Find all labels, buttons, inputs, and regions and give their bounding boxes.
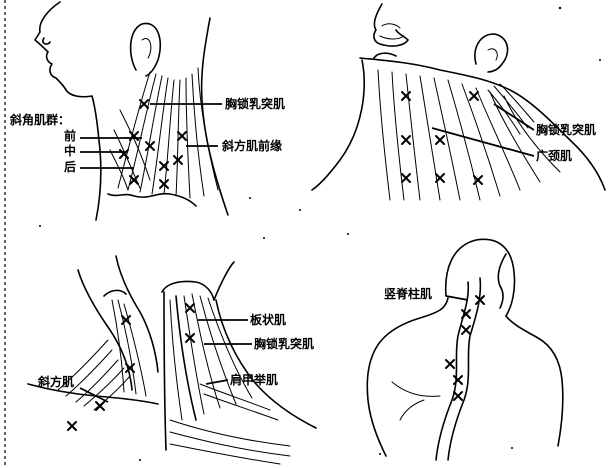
nose-detail: [43, 38, 50, 44]
label-scm-side: 胸锁乳突肌: [536, 122, 596, 137]
panel-lateral-neck: 斜方肌: [28, 256, 158, 430]
label-scalene-middle: 中: [64, 143, 76, 158]
throat-line: [312, 60, 364, 190]
label-platysma: 广颈肌: [536, 148, 572, 163]
shoulders-5: [367, 298, 448, 456]
label-trapezius: 斜方肌: [37, 374, 74, 389]
neck-front-3: [78, 270, 132, 390]
ear: [131, 23, 161, 76]
neck-back: [202, 18, 228, 215]
label-scalene-group: 斜角肌群：: [9, 112, 70, 127]
label-scm-back: 胸锁乳突肌: [254, 336, 314, 351]
head-outline-4: [162, 281, 214, 300]
label-scalene-anterior: 前: [64, 128, 76, 143]
print-specks: [39, 7, 601, 461]
label-splenius: 板状肌: [250, 312, 286, 327]
panel-side-neck: 斜角肌群： 前 中 后 胸锁乳突肌 斜方肌前缘: [9, 2, 285, 220]
label-scm-front: 胸锁乳突肌: [225, 96, 285, 111]
label-levator-scapulae: 肩甲举肌: [230, 372, 278, 387]
label-erector-spinae: 竖脊柱肌: [384, 286, 432, 301]
label-scalene-posterior: 后: [64, 159, 76, 174]
chin-face: [374, 4, 408, 46]
markers-torso: [446, 296, 484, 400]
panel-back-torso: 竖脊柱肌: [367, 239, 563, 460]
label-trapezius-anterior-edge: 斜方肌前缘: [221, 138, 282, 153]
clavicle: [108, 194, 196, 206]
panel-raised-chin: 胸锁乳突肌 广颈肌: [312, 4, 605, 200]
ear-2: [475, 34, 508, 72]
panel-back-neck: 板状肌 胸锁乳突肌 肩甲举肌: [162, 262, 316, 464]
face-outline: [35, 2, 101, 220]
neck-fibers-2: [378, 70, 560, 200]
neck-left-4: [164, 292, 166, 450]
markers-lateral: [68, 316, 134, 430]
